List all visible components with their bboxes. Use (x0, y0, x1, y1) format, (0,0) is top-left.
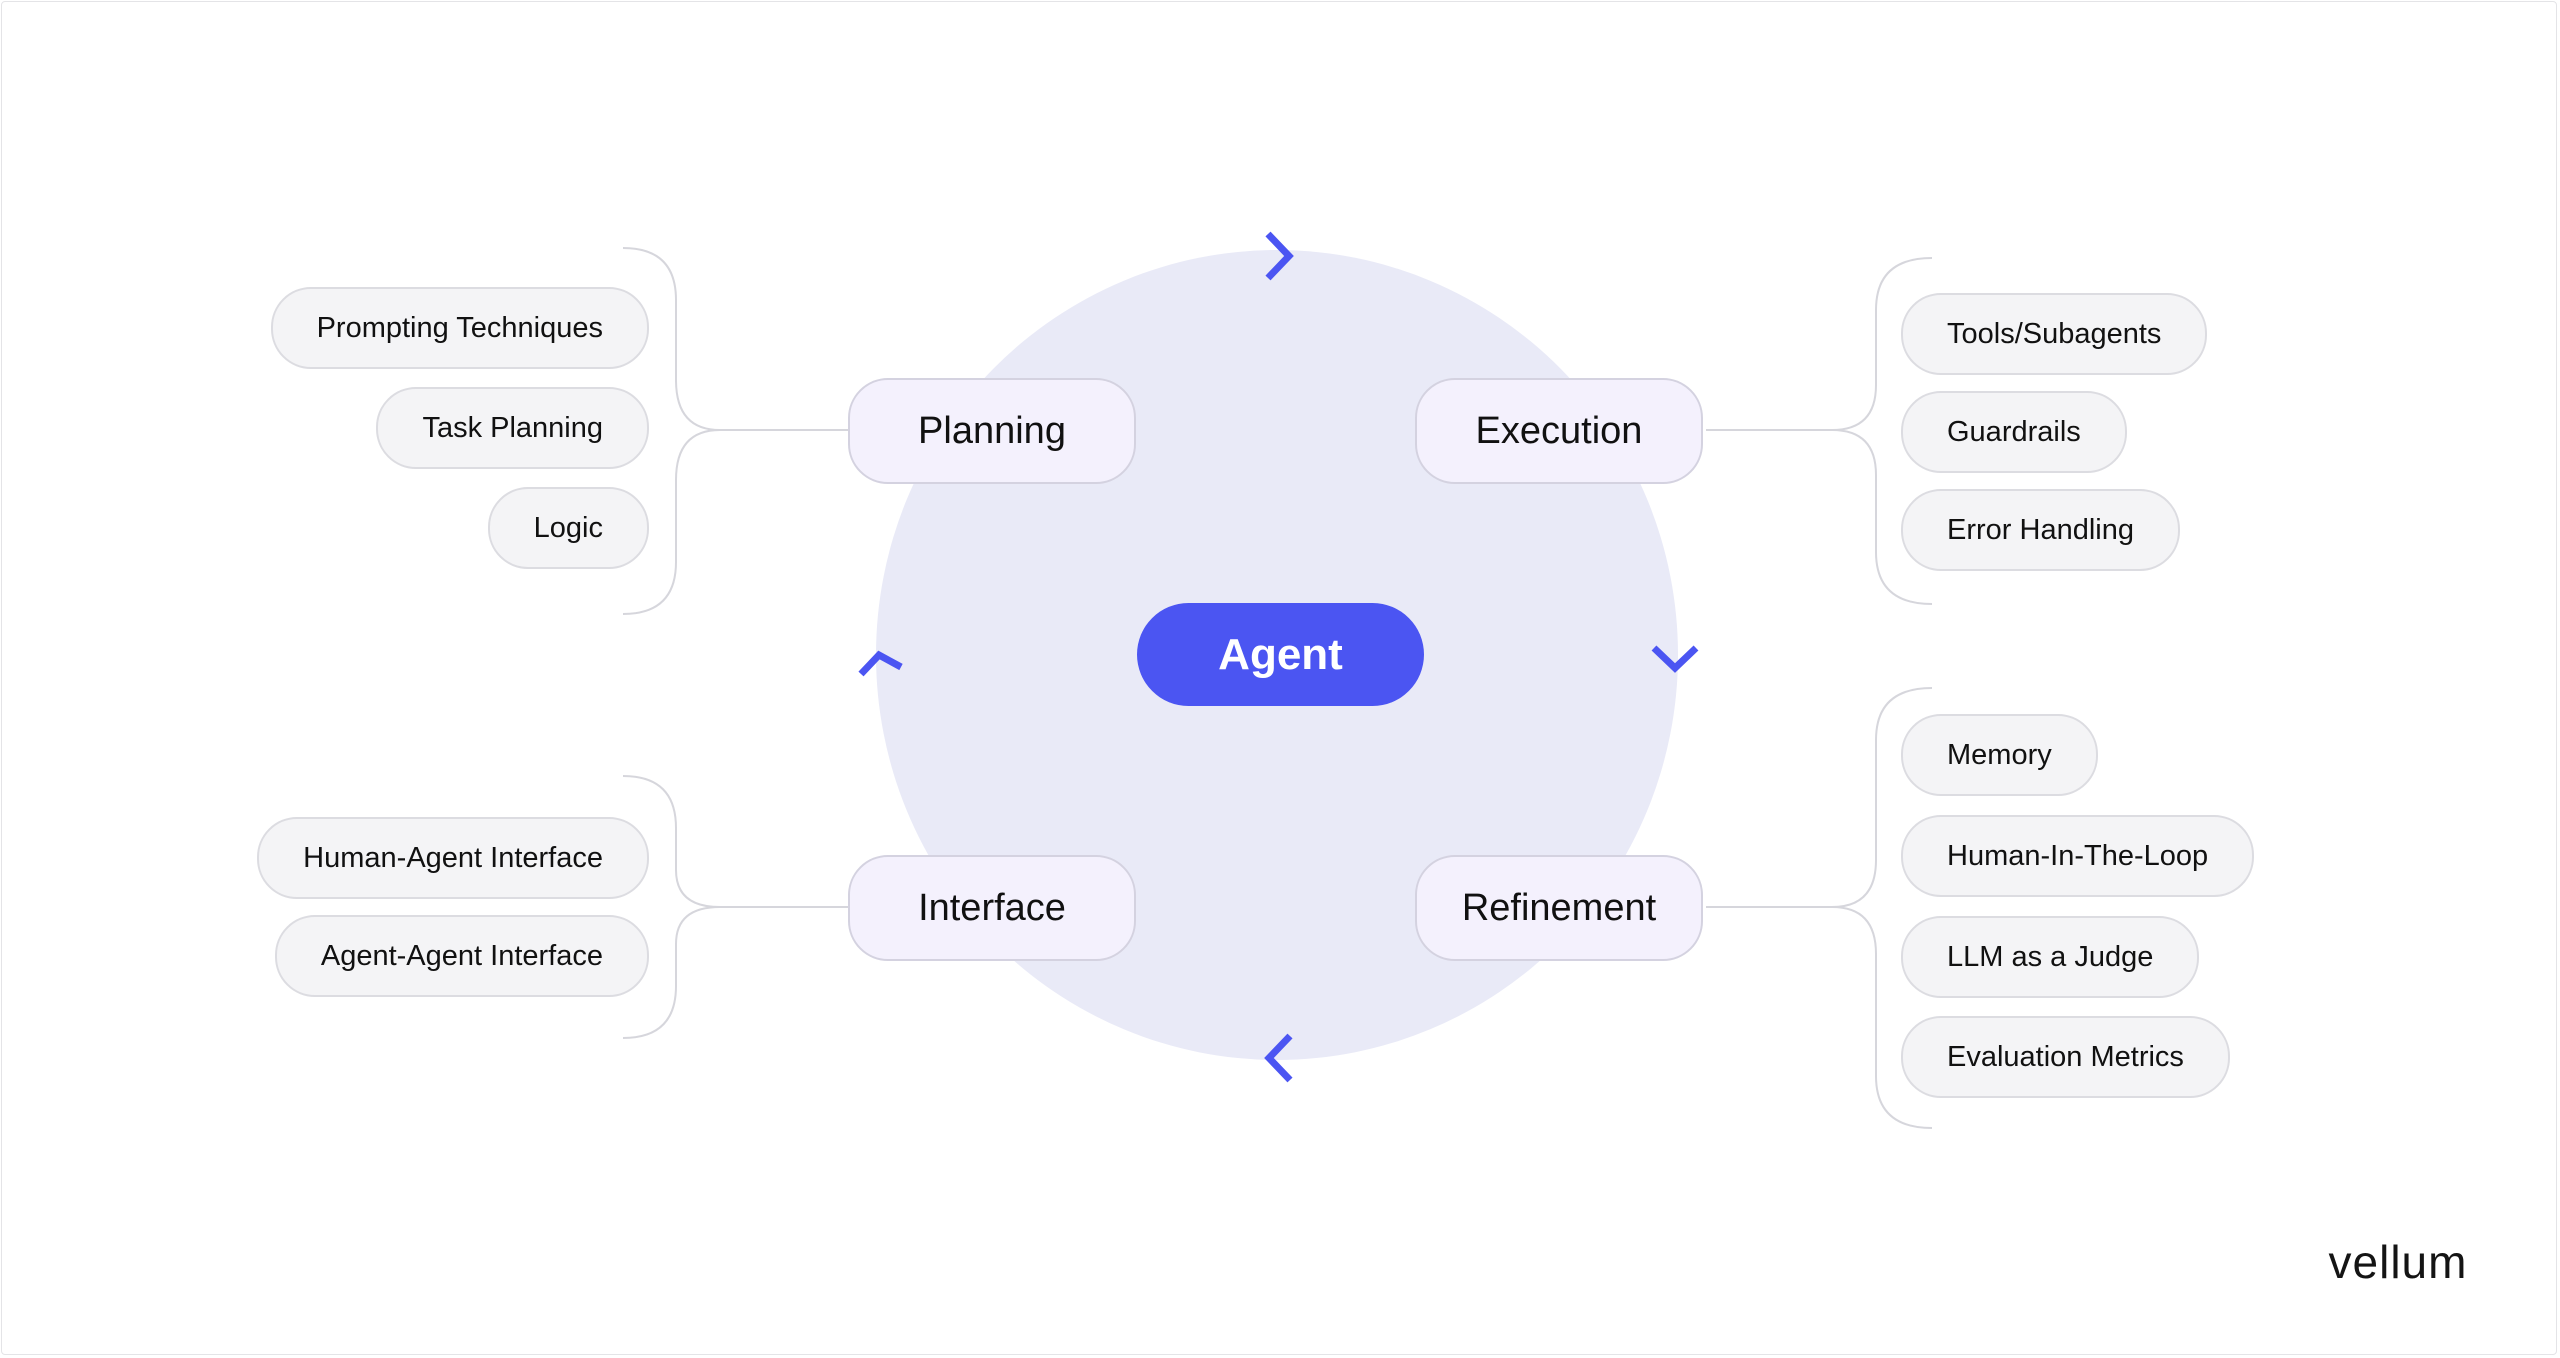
refinement-item[interactable]: Human-In-The-Loop (1901, 815, 2255, 897)
node-execution-label: Execution (1475, 409, 1643, 452)
execution-item[interactable]: Error Handling (1901, 489, 2180, 571)
chevron-up-icon (858, 650, 903, 677)
execution-item[interactable]: Tools/Subagents (1901, 293, 2208, 375)
planning-bracket (622, 247, 848, 615)
execution-bracket (1706, 257, 1933, 605)
node-planning-label: Planning (918, 409, 1066, 452)
refinement-item[interactable]: LLM as a Judge (1901, 916, 2200, 998)
chevron-left-icon (1264, 1033, 1293, 1083)
interface-item[interactable]: Agent-Agent Interface (274, 915, 649, 997)
interface-item[interactable]: Human-Agent Interface (257, 817, 649, 899)
refinement-item[interactable]: Evaluation Metrics (1901, 1016, 2230, 1098)
node-execution[interactable]: Execution (1415, 378, 1703, 484)
vellum-logo: vellum (2328, 1236, 2468, 1288)
chevron-down-icon (1651, 645, 1699, 673)
node-interface[interactable]: Interface (848, 855, 1136, 961)
node-interface-label: Interface (918, 886, 1066, 929)
refinement-item[interactable]: Memory (1901, 714, 2098, 796)
chevron-right-icon (1265, 231, 1294, 281)
execution-item[interactable]: Guardrails (1901, 391, 2127, 473)
planning-item[interactable]: Logic (487, 487, 649, 569)
agent-label: Agent (1218, 629, 1343, 679)
node-refinement-label: Refinement (1461, 886, 1657, 929)
refinement-bracket (1706, 687, 1933, 1129)
planning-item[interactable]: Prompting Techniques (270, 287, 649, 369)
interface-bracket (622, 775, 848, 1039)
agent-center-node[interactable]: Agent (1137, 603, 1424, 706)
planning-item[interactable]: Task Planning (376, 387, 649, 469)
node-planning[interactable]: Planning (848, 378, 1136, 484)
node-refinement[interactable]: Refinement (1415, 855, 1703, 961)
